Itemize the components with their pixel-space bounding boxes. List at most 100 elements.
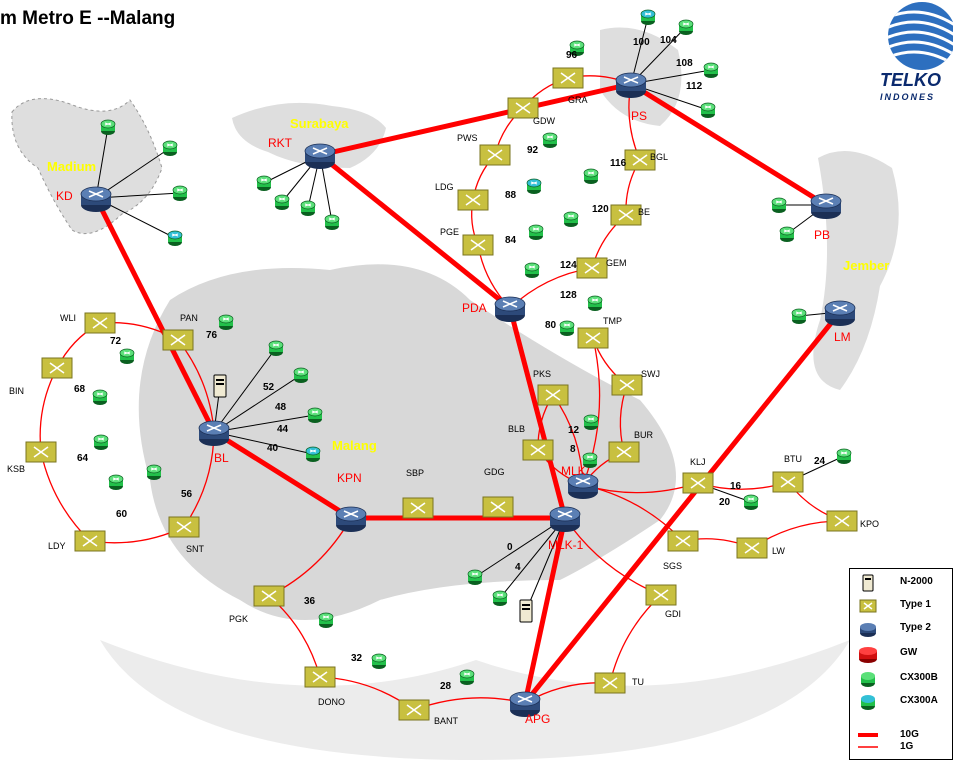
- cx300b-icon[interactable]: [274, 194, 290, 210]
- cx300b-icon[interactable]: [492, 590, 508, 606]
- type2-router-icon[interactable]: PB: [810, 193, 842, 242]
- type1-switch-icon[interactable]: PKS: [533, 369, 569, 406]
- port-number: 24: [814, 456, 826, 467]
- cx300b-icon[interactable]: [300, 200, 316, 216]
- type1-switch-icon[interactable]: TMP: [577, 316, 622, 349]
- node-label: TMP: [603, 316, 622, 326]
- type1-switch-icon[interactable]: GDG: [482, 467, 514, 518]
- type1-switch-icon[interactable]: SBP: [402, 468, 434, 519]
- legend-item-1g: 1G: [850, 741, 953, 761]
- type1-switch-icon[interactable]: BTU: [772, 454, 804, 493]
- line-1g-icon: [858, 746, 878, 748]
- type1-switch-icon[interactable]: SNT: [168, 516, 205, 554]
- type1-switch-icon[interactable]: KLJ: [682, 457, 714, 494]
- type1-switch-icon[interactable]: BLB: [508, 424, 554, 461]
- type2-icon: [860, 623, 876, 637]
- cx300a-icon[interactable]: [305, 446, 321, 462]
- type2-router-icon[interactable]: MLK: [561, 464, 599, 499]
- type1-switch-icon[interactable]: KPO: [826, 510, 879, 532]
- cx300b-icon[interactable]: [100, 119, 116, 135]
- type1-switch-icon[interactable]: BUR: [608, 430, 654, 463]
- node-label: TU: [632, 677, 644, 687]
- cx300b-icon[interactable]: [162, 140, 178, 156]
- type2-router-icon[interactable]: LM: [824, 300, 856, 344]
- cx300b-icon[interactable]: [703, 62, 719, 78]
- type1-switch-icon[interactable]: LDY: [48, 530, 106, 552]
- cx300b-icon[interactable]: [583, 414, 599, 430]
- cx300b-icon[interactable]: [119, 348, 135, 364]
- cx300b-icon[interactable]: [146, 464, 162, 480]
- cx300b-icon[interactable]: [218, 314, 234, 330]
- type1-switch-icon[interactable]: GDW: [507, 97, 556, 126]
- cx300b-icon[interactable]: [771, 197, 787, 213]
- cx300b-icon[interactable]: [583, 168, 599, 184]
- type1-switch-icon[interactable]: SWJ: [611, 369, 660, 396]
- cx300b-icon[interactable]: [563, 211, 579, 227]
- type1-switch-icon[interactable]: GRA: [552, 67, 588, 105]
- cx300b-icon[interactable]: [779, 226, 795, 242]
- cx300a-icon[interactable]: [167, 230, 183, 246]
- cx300b-icon[interactable]: [528, 224, 544, 240]
- cx300b-icon[interactable]: [542, 132, 558, 148]
- type1-switch-icon[interactable]: TU: [594, 672, 644, 694]
- type2-router-icon[interactable]: PS: [615, 72, 647, 123]
- type2-router-icon[interactable]: APG: [509, 691, 550, 726]
- type1-switch-icon[interactable]: PGE: [440, 227, 494, 256]
- node-label: PAN: [180, 313, 198, 323]
- type1-switch-icon[interactable]: LDG: [435, 182, 489, 211]
- type2-router-icon[interactable]: KPN: [335, 471, 367, 532]
- cx300b-icon[interactable]: [743, 494, 759, 510]
- port-number: 4: [515, 562, 521, 573]
- n2000-icon[interactable]: [213, 374, 227, 398]
- type1-switch-icon[interactable]: LW: [736, 537, 785, 559]
- cx300b-icon[interactable]: [678, 19, 694, 35]
- type1-switch-icon[interactable]: BIN: [9, 357, 73, 396]
- cx300b-icon[interactable]: [324, 214, 340, 230]
- type1-switch-icon[interactable]: GDI: [645, 584, 681, 619]
- type1-switch-icon[interactable]: DONO: [304, 666, 345, 707]
- cx300b-icon[interactable]: [524, 262, 540, 278]
- cx300b-icon[interactable]: [108, 474, 124, 490]
- type1-switch-icon[interactable]: PGK: [229, 585, 285, 624]
- cx300b-icon[interactable]: [268, 340, 284, 356]
- cx300b-icon[interactable]: [791, 308, 807, 324]
- type1-switch-icon[interactable]: WLI: [60, 312, 116, 334]
- cx300b-icon[interactable]: [371, 653, 387, 669]
- type1-switch-icon[interactable]: PAN: [162, 313, 198, 351]
- cx300b-icon[interactable]: [307, 407, 323, 423]
- cx300b-icon[interactable]: [559, 320, 575, 336]
- type2-router-icon[interactable]: BL: [198, 420, 230, 465]
- n2000-icon[interactable]: [519, 599, 533, 623]
- cx300b-icon[interactable]: [467, 569, 483, 585]
- type2-router-icon[interactable]: PDA: [462, 296, 526, 322]
- cx300b-icon[interactable]: [293, 367, 309, 383]
- cx300b-icon[interactable]: [256, 175, 272, 191]
- type1-switch-icon[interactable]: BGL: [624, 149, 668, 171]
- cx300b-icon[interactable]: [836, 448, 852, 464]
- type2-router-icon[interactable]: KD: [56, 186, 112, 212]
- cx300b-icon[interactable]: [587, 295, 603, 311]
- cx300a-icon[interactable]: [526, 178, 542, 194]
- port-number: 104: [660, 35, 677, 46]
- cx300b-icon[interactable]: [92, 389, 108, 405]
- type2-router-icon[interactable]: MLK-1: [548, 506, 584, 552]
- cx300b-icon[interactable]: [318, 612, 334, 628]
- cx300b-icon[interactable]: [569, 40, 585, 56]
- type2-router-icon[interactable]: RKT: [268, 136, 336, 169]
- type1-switch-icon[interactable]: PWS: [457, 133, 511, 166]
- telkom-logo-icon: [888, 2, 953, 70]
- legend-item-n2000: N-2000: [850, 573, 953, 593]
- type1-switch-icon[interactable]: BE: [610, 204, 650, 226]
- cx300a-icon[interactable]: [640, 9, 656, 25]
- port-number: 96: [566, 50, 578, 61]
- cx300b-icon[interactable]: [93, 434, 109, 450]
- cx300b-icon[interactable]: [582, 452, 598, 468]
- cx300b-icon[interactable]: [700, 102, 716, 118]
- cx300b-icon[interactable]: [172, 185, 188, 201]
- type1-switch-icon[interactable]: BANT: [398, 699, 459, 726]
- type1-switch-icon[interactable]: GEM: [576, 257, 627, 279]
- cx300b-icon[interactable]: [459, 669, 475, 685]
- type1-switch-icon[interactable]: SGS: [663, 530, 699, 571]
- type1-switch-icon[interactable]: KSB: [7, 441, 57, 474]
